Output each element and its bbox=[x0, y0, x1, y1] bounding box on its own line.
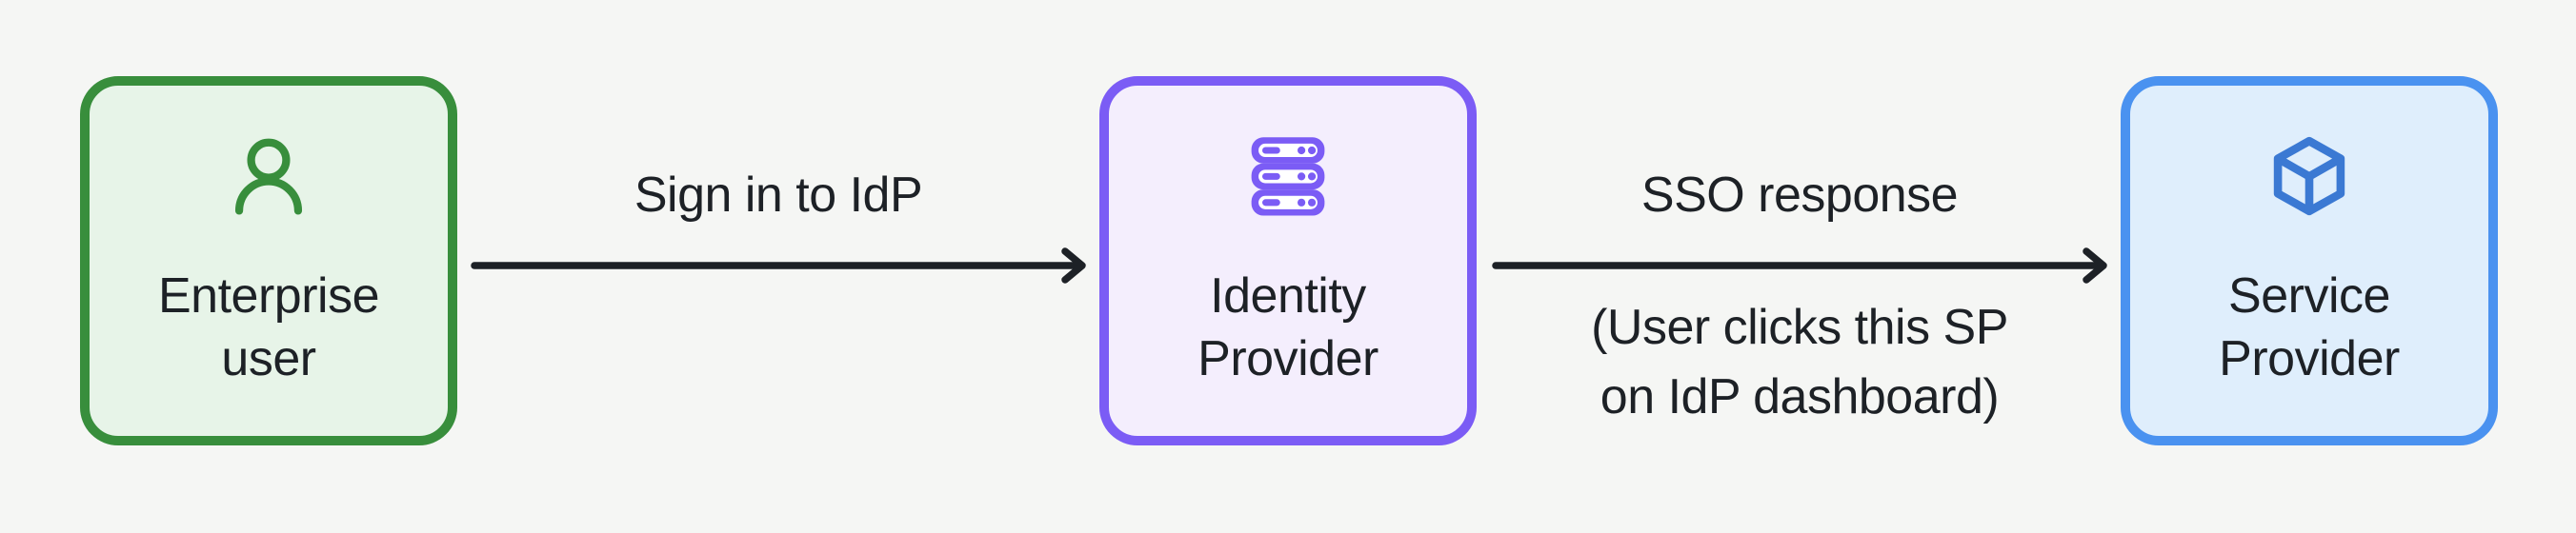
node-label-line: Identity bbox=[1210, 268, 1366, 324]
edge-sign-in-to-idp: Sign in to IdP bbox=[457, 0, 1099, 533]
user-icon bbox=[234, 138, 303, 215]
node-label-line: Service bbox=[2228, 268, 2390, 324]
edge-sublabel: (User clicks this SP on IdP dashboard) bbox=[1479, 293, 2121, 432]
node-label: Enterprise user bbox=[158, 265, 380, 390]
node-label-line: user bbox=[221, 331, 316, 386]
node-service-provider: Service Provider bbox=[2121, 76, 2498, 445]
arrow-right-icon bbox=[471, 247, 1086, 284]
cube-icon bbox=[2273, 136, 2345, 216]
node-enterprise-user: Enterprise user bbox=[80, 76, 457, 445]
server-icon bbox=[1251, 137, 1325, 216]
edge-label: SSO response bbox=[1640, 168, 1959, 223]
node-label-line: Provider bbox=[2219, 331, 2400, 386]
edge-sublabel-line: (User clicks this SP bbox=[1591, 300, 2008, 355]
node-label: Identity Provider bbox=[1197, 265, 1379, 390]
node-identity-provider: Identity Provider bbox=[1099, 76, 1477, 445]
edge-sublabel-line: on IdP dashboard) bbox=[1600, 369, 2000, 424]
arrow-right-icon bbox=[1492, 247, 2107, 284]
node-label: Service Provider bbox=[2219, 265, 2400, 390]
edge-sso-response: SSO response (User clicks this SP on IdP… bbox=[1479, 0, 2121, 533]
node-label-line: Provider bbox=[1197, 331, 1379, 386]
edge-label: Sign in to IdP bbox=[634, 168, 923, 223]
node-label-line: Enterprise bbox=[158, 268, 380, 324]
